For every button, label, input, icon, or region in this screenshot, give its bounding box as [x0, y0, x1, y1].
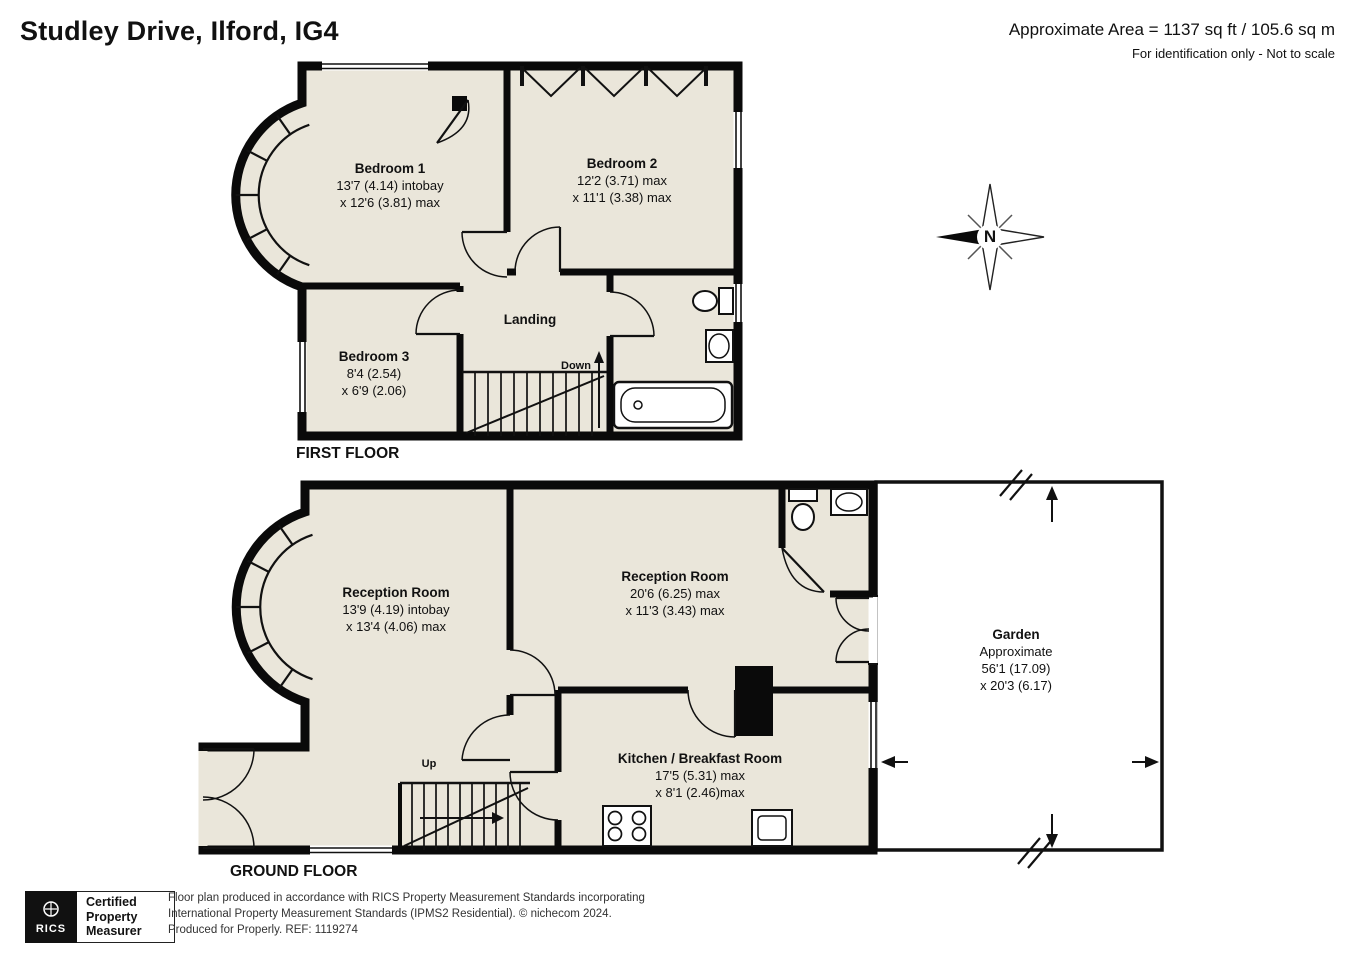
garden-width-arrows	[881, 756, 1159, 768]
rics-logo-icon	[43, 901, 59, 917]
room-label-reception1: Reception Room 13'9 (4.19) intobay x 13'…	[342, 584, 449, 635]
room-dimensions: x 12'6 (3.81) max	[339, 195, 441, 210]
stairs-up-label: Up	[421, 758, 437, 770]
wardrobe-icon	[520, 66, 708, 98]
disclaimer: For identification only - Not to scale	[1131, 46, 1335, 61]
rics-badge: RICS Certified Property Measurer	[25, 891, 175, 943]
rics-badge-title: Certified Property Measurer	[77, 891, 175, 943]
page-title: Studley Drive, Ilford, IG4	[20, 16, 339, 46]
stairs-down-label: Down	[561, 360, 591, 372]
footer-line-3: Produced for Properly. REF: 1119274	[168, 924, 358, 936]
ground-floor-interior-walls	[398, 485, 873, 850]
closet-door-icon	[436, 96, 470, 144]
room-name: Reception Room	[621, 569, 729, 584]
compass-north-label: N	[983, 227, 997, 246]
room-dimensions: Approximate	[979, 644, 1053, 659]
room-dimensions: x 6'9 (2.06)	[341, 383, 407, 398]
window-icon	[198, 595, 878, 855]
ground-floor-plan	[198, 480, 878, 855]
footer-line-2: International Property Measurement Stand…	[168, 908, 612, 920]
bay-window-icon	[235, 114, 310, 276]
room-dimensions: 13'9 (4.19) intobay	[342, 602, 450, 617]
room-label-landing: Landing	[504, 311, 557, 328]
bay-window-icon	[236, 524, 313, 690]
door-swing-icon	[415, 226, 655, 338]
footer-line-1: Floor plan produced in accordance with R…	[168, 892, 645, 904]
room-label-bedroom2: Bedroom 2 12'2 (3.71) max x 11'1 (3.38) …	[572, 155, 671, 206]
room-dimensions: 13'7 (4.14) intobay	[336, 178, 444, 193]
approximate-area: Approximate Area = 1137 sq ft / 105.6 sq…	[1008, 20, 1335, 39]
room-label-kitchen: Kitchen / Breakfast Room 17'5 (5.31) max…	[618, 750, 782, 801]
garden-break-mark	[999, 469, 1033, 501]
room-name: Landing	[503, 312, 557, 327]
first-floor-label: FIRST FLOOR	[296, 445, 400, 462]
ground-floor-label: GROUND FLOOR	[230, 863, 358, 880]
badge-line: Property	[86, 909, 138, 924]
first-floor-interior-walls	[302, 66, 738, 436]
room-dimensions: 20'6 (6.25) max	[630, 586, 720, 601]
rics-brand: RICS	[35, 923, 67, 935]
room-name: Bedroom 1	[354, 161, 426, 176]
room-label-garden: Garden Approximate 56'1 (17.09) x 20'3 (…	[980, 626, 1053, 694]
first-floor-walls	[231, 61, 743, 441]
room-dimensions: 12'2 (3.71) max	[577, 173, 667, 188]
room-dimensions: x 13'4 (4.06) max	[345, 619, 447, 634]
room-name: Reception Room	[342, 585, 450, 600]
room-label-bedroom1: Bedroom 1 13'7 (4.14) intobay x 12'6 (3.…	[336, 160, 443, 211]
room-dimensions: x 20'3 (6.17)	[980, 678, 1052, 693]
room-name: Bedroom 2	[586, 156, 658, 171]
garden-outline	[874, 469, 1164, 869]
badge-line: Certified	[86, 895, 137, 910]
compass-icon	[936, 183, 1045, 291]
chimney-breast	[735, 666, 773, 736]
room-name: Kitchen / Breakfast Room	[617, 751, 783, 766]
area-block: Approximate Area = 1137 sq ft / 105.6 sq…	[1009, 20, 1335, 61]
room-dimensions: x 11'1 (3.38) max	[572, 190, 672, 205]
garden-break-mark	[1017, 837, 1051, 869]
hob-icon	[602, 805, 652, 847]
garden-length-arrows	[1046, 486, 1058, 848]
room-dimensions: 56'1 (17.09)	[981, 661, 1051, 676]
footer-disclaimer: Floor plan produced in accordance with R…	[168, 890, 645, 938]
ground-floor-walls	[198, 480, 878, 855]
sink-icon	[705, 329, 734, 363]
room-dimensions: x 11'3 (3.43) max	[625, 603, 725, 618]
stairs-icon	[462, 351, 607, 436]
kitchen-sink-icon	[751, 809, 793, 847]
room-name: Garden	[992, 627, 1040, 642]
first-floor-plan	[231, 61, 743, 441]
toilet-icon	[692, 287, 734, 315]
toilet-icon	[788, 488, 818, 531]
bath-icon	[612, 380, 734, 430]
stairs-icon	[400, 781, 530, 850]
room-dimensions: 17'5 (5.31) max	[655, 768, 745, 783]
sink-icon	[830, 488, 868, 516]
room-label-reception2: Reception Room 20'6 (6.25) max x 11'3 (3…	[621, 568, 728, 619]
room-dimensions: 8'4 (2.54)	[346, 366, 402, 381]
room-label-bedroom3: Bedroom 3 8'4 (2.54) x 6'9 (2.06)	[339, 348, 410, 399]
window-icon	[297, 61, 743, 412]
room-name: Bedroom 3	[338, 349, 410, 364]
badge-line: Measurer	[86, 924, 142, 939]
door-swing-icon	[202, 547, 870, 850]
room-dimensions: x 8'1 (2.46)max	[655, 785, 745, 800]
rics-badge-logo-box: RICS	[25, 891, 77, 943]
